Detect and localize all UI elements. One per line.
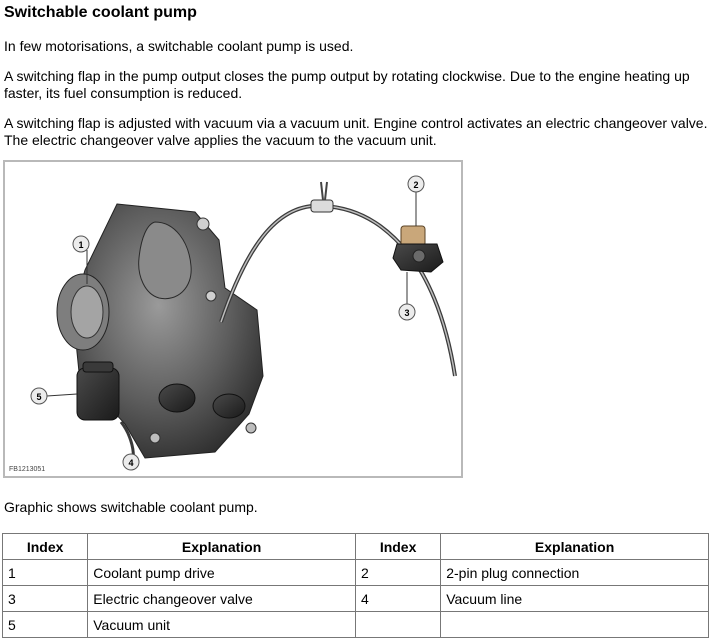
svg-text:1: 1 [78, 240, 83, 250]
svg-text:5: 5 [36, 392, 41, 402]
figure-id: FB1213051 [9, 466, 46, 473]
callout-4: 4 [122, 453, 140, 471]
table-cell [354, 611, 442, 638]
svg-text:3: 3 [404, 308, 409, 318]
header-index: Index [354, 533, 442, 560]
page-title: Switchable coolant pump [4, 4, 197, 21]
callout-5: 5 [30, 387, 48, 405]
header-index: Index [1, 533, 89, 560]
table-cell: 2 [354, 559, 442, 586]
table-row: 5 Vacuum unit [1, 611, 709, 638]
legend-table: Index Explanation Index Explanation 1 Co… [1, 533, 709, 638]
svg-text:4: 4 [128, 458, 133, 468]
table-cell: 5 [1, 611, 89, 638]
table-cell: Coolant pump drive [87, 559, 356, 586]
table-cell: 2-pin plug connection [440, 559, 709, 586]
table-cell: 1 [1, 559, 89, 586]
table-row: 1 Coolant pump drive 2 2-pin plug connec… [1, 559, 709, 586]
paragraph-intro: In few motorisations, a switchable coola… [4, 38, 354, 54]
coolant-pump-figure: 1 2 3 4 5 FB1213051 [3, 160, 463, 478]
coolant-pump-illustration: 1 2 3 4 5 [30, 175, 457, 471]
table-header-row: Index Explanation Index Explanation [1, 533, 709, 560]
table-cell: 4 [354, 585, 442, 612]
header-explanation: Explanation [87, 533, 356, 560]
table-cell: Electric changeover valve [87, 585, 356, 612]
table-cell: Vacuum unit [87, 611, 356, 638]
callout-2: 2 [407, 175, 425, 193]
table-cell [440, 611, 709, 638]
table-cell: 3 [1, 585, 89, 612]
paragraph-switching-flap: A switching flap in the pump output clos… [4, 68, 690, 101]
table-cell: Vacuum line [440, 585, 709, 612]
figure-caption: Graphic shows switchable coolant pump. [4, 499, 258, 515]
paragraph-vacuum-unit: A switching flap is adjusted with vacuum… [4, 115, 708, 148]
header-explanation: Explanation [440, 533, 709, 560]
table-row: 3 Electric changeover valve 4 Vacuum lin… [1, 585, 709, 612]
callout-3: 3 [398, 303, 416, 321]
svg-text:2: 2 [413, 180, 418, 190]
callout-1: 1 [72, 235, 90, 253]
